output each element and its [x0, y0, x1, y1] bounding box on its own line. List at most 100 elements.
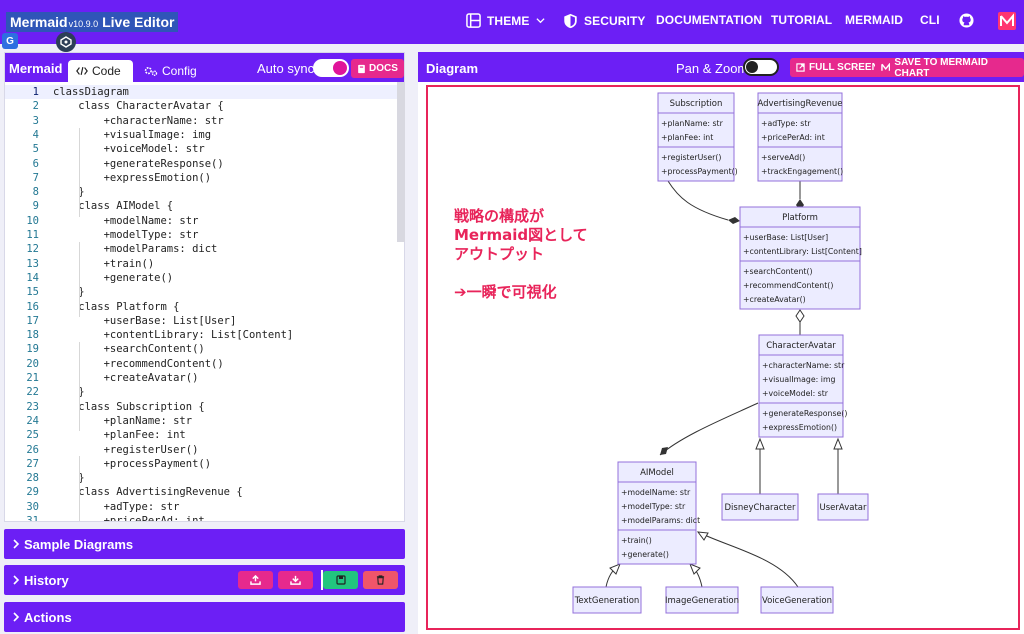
nav-security[interactable]: SECURITY	[563, 13, 645, 29]
line-number: 31	[26, 515, 39, 521]
nav-mermaid[interactable]: MERMAID	[845, 13, 903, 27]
code-line[interactable]: 4 +visualImage: img	[5, 128, 404, 142]
nav-theme-label: THEME	[487, 13, 530, 28]
class-name: Subscription	[670, 99, 723, 109]
pan-zoom-toggle[interactable]	[743, 58, 779, 76]
class-attribute: +characterName: str	[762, 361, 845, 370]
code-line[interactable]: 29 class AdvertisingRevenue {	[5, 485, 404, 499]
sample-diagrams-section[interactable]: Sample Diagrams	[4, 529, 405, 559]
code-text: }	[53, 286, 85, 299]
class-box-platform[interactable]: Platform+userBase: List[User]+contentLib…	[739, 206, 862, 310]
full-screen-label: FULL SCREEN	[809, 62, 879, 73]
mermaid-chart-icon	[881, 63, 891, 71]
code-line[interactable]: 15 }	[5, 285, 404, 299]
nav-theme[interactable]: THEME	[466, 13, 545, 28]
nav-tutorial[interactable]: TUTORIAL	[771, 13, 832, 27]
trash-icon	[376, 575, 385, 585]
code-line[interactable]: 25 +planFee: int	[5, 428, 404, 442]
class-box-subscription[interactable]: Subscription+planName: str+planFee: int+…	[657, 92, 738, 182]
full-screen-button[interactable]: FULL SCREEN	[790, 58, 885, 77]
class-box-voicegen[interactable]: VoiceGeneration	[760, 586, 834, 614]
annotation-line: アウトプット	[454, 245, 545, 263]
brand-subtitle: Live Editor	[102, 14, 175, 30]
class-box-advertising[interactable]: AdvertisingRevenue+adType: str+pricePerA…	[757, 92, 843, 182]
download-button[interactable]	[278, 571, 313, 589]
indent-guide	[79, 128, 80, 217]
triangle-marker	[689, 563, 701, 575]
code-line[interactable]: 20 +recommendContent()	[5, 357, 404, 371]
class-box-disney[interactable]: DisneyCharacter	[721, 493, 799, 521]
code-line[interactable]: 24 +planName: str	[5, 414, 404, 428]
code-line[interactable]: 23 class Subscription {	[5, 400, 404, 414]
class-box-textgen[interactable]: TextGeneration	[572, 586, 642, 614]
code-line[interactable]: 27 +processPayment()	[5, 457, 404, 471]
code-line[interactable]: 28 }	[5, 471, 404, 485]
class-box-frame	[760, 586, 834, 614]
class-box-character[interactable]: CharacterAvatar+characterName: str+visua…	[758, 334, 847, 438]
code-line[interactable]: 2 class CharacterAvatar {	[5, 99, 404, 113]
annotation-line: 戦略の構成が	[454, 207, 545, 225]
edge-voicegen-aimodel	[697, 531, 799, 588]
actions-section[interactable]: Actions	[4, 602, 405, 632]
code-line[interactable]: 12 +modelParams: dict	[5, 242, 404, 256]
annotation-note: 戦略の構成が Mermaid図として アウトプット ➔一瞬で可視化	[454, 207, 588, 302]
class-attribute: +userBase: List[User]	[743, 233, 828, 242]
upload-button[interactable]	[238, 571, 273, 589]
diagram-canvas[interactable]: 戦略の構成が Mermaid図として アウトプット ➔一瞬で可視化	[426, 85, 1020, 630]
class-box-aimodel[interactable]: AIModel+modelName: str+modelType: str+mo…	[617, 461, 700, 565]
expand-icon	[796, 63, 805, 72]
code-line[interactable]: 9 class AIModel {	[5, 199, 404, 213]
line-number: 21	[26, 372, 39, 384]
class-box-useravatar[interactable]: UserAvatar	[817, 493, 869, 521]
class-box-imagegen[interactable]: ImageGeneration	[665, 586, 739, 614]
code-line[interactable]: 21 +createAvatar()	[5, 371, 404, 385]
docs-button[interactable]: DOCS	[351, 59, 404, 78]
translate-icon[interactable]: G	[2, 33, 18, 49]
code-line[interactable]: 14 +generate()	[5, 271, 404, 285]
class-method: +processPayment()	[661, 167, 738, 176]
nav-mermaid-label: MERMAID	[845, 13, 904, 27]
class-method: +trackEngagement()	[761, 167, 843, 176]
class-box-frame	[572, 586, 642, 614]
code-line[interactable]: 8 }	[5, 185, 404, 199]
code-line[interactable]: 11 +modelType: str	[5, 228, 404, 242]
nav-cli[interactable]: CLI	[920, 13, 940, 27]
code-line[interactable]: 5 +voiceModel: str	[5, 142, 404, 156]
code-text: class Subscription {	[53, 400, 205, 413]
line-number: 30	[26, 500, 39, 513]
extension-icon[interactable]	[56, 32, 76, 52]
code-line[interactable]: 7 +expressEmotion()	[5, 171, 404, 185]
code-line[interactable]: 19 +searchContent()	[5, 342, 404, 356]
code-line[interactable]: 3 +characterName: str	[5, 114, 404, 128]
code-line[interactable]: 16 class Platform {	[5, 300, 404, 314]
tab-code[interactable]: Code	[68, 60, 133, 82]
code-line[interactable]: 6 +generateResponse()	[5, 157, 404, 171]
code-line[interactable]: 31 +pricePerAd: int	[5, 514, 404, 521]
nav-documentation[interactable]: DOCUMENTATION	[656, 13, 762, 27]
nav-mermaid-chart[interactable]	[998, 12, 1016, 30]
line-number: 1	[32, 86, 39, 98]
nav-github[interactable]	[959, 13, 974, 28]
code-scrollbar[interactable]	[397, 82, 405, 242]
nav-security-label: SECURITY	[584, 14, 646, 28]
code-text: +modelParams: dict	[53, 243, 218, 256]
auto-sync-toggle[interactable]	[313, 59, 349, 77]
code-line[interactable]: 13 +train()	[5, 257, 404, 271]
save-to-mermaid-chart-button[interactable]: SAVE TO MERMAID CHART	[875, 57, 1024, 79]
delete-button[interactable]	[363, 571, 398, 589]
save-button[interactable]	[323, 571, 358, 589]
upload-icon	[250, 575, 261, 585]
code-line[interactable]: 26 +registerUser()	[5, 443, 404, 457]
history-section[interactable]: History	[4, 565, 405, 595]
code-line[interactable]: 18 +contentLibrary: List[Content]	[5, 328, 404, 342]
code-line[interactable]: 10 +modelName: str	[5, 214, 404, 228]
tab-config[interactable]: Config	[136, 60, 205, 82]
code-line[interactable]: 17 +userBase: List[User]	[5, 314, 404, 328]
code-line[interactable]: 22 }	[5, 385, 404, 399]
class-box-frame	[739, 206, 861, 310]
class-method: +generate()	[621, 550, 669, 559]
code-line[interactable]: 30 +adType: str	[5, 500, 404, 514]
brand-logo[interactable]: Mermaid v10.9.0 Live Editor	[6, 12, 179, 32]
